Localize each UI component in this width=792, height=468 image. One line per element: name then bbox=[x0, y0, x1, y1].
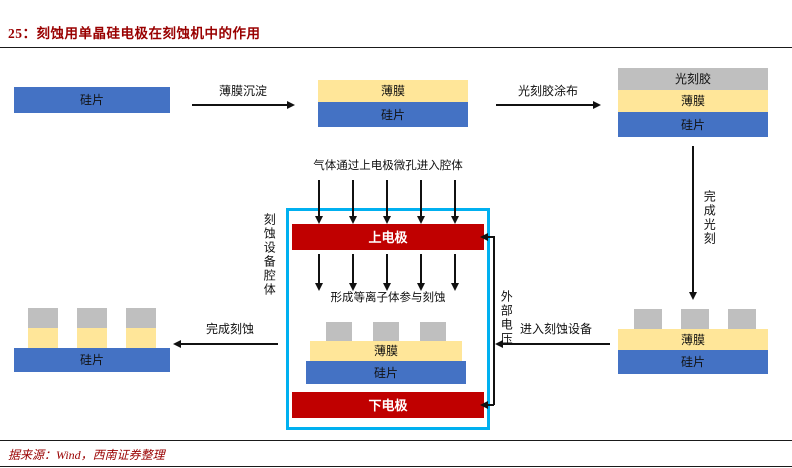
etching-chamber-label: 刻蚀设备腔体 bbox=[262, 213, 277, 297]
etched-film-block bbox=[126, 328, 156, 348]
gas-flow-arrow bbox=[420, 180, 422, 217]
photoresist-pattern-block bbox=[28, 308, 58, 328]
photoresist-pattern-block bbox=[77, 308, 107, 328]
gas-inlet-note: 气体通过上电极微孔进入腔体 bbox=[313, 160, 463, 172]
photoresist-pattern-block bbox=[326, 322, 352, 341]
photoresist-pattern-block bbox=[420, 322, 446, 341]
film-block-coated-stack: 薄膜 bbox=[618, 90, 768, 112]
etched-film-block bbox=[28, 328, 58, 348]
photoresist-pattern-block bbox=[634, 309, 662, 329]
photoresist-coating-arrow bbox=[496, 104, 594, 106]
lithography-done-label: 完成光刻 bbox=[702, 190, 717, 246]
enter-etching-equipment-label: 进入刻蚀设备 bbox=[519, 322, 592, 336]
photoresist-pattern-block bbox=[728, 309, 756, 329]
photoresist-pattern-block bbox=[126, 308, 156, 328]
photoresist-block-coated: 光刻胶 bbox=[618, 68, 768, 90]
plasma-flow-arrow bbox=[386, 254, 388, 284]
etched-film-block bbox=[77, 328, 107, 348]
external-voltage-line bbox=[493, 236, 495, 405]
wafer-block-etched-result: 硅片 bbox=[14, 348, 170, 372]
gas-flow-arrow bbox=[352, 180, 354, 217]
enter-etching-equipment-arrow bbox=[502, 343, 610, 345]
plasma-note: 形成等离子体参与刻蚀 bbox=[330, 292, 446, 304]
film-deposition-label: 薄膜沉淀 bbox=[218, 84, 267, 98]
photoresist-pattern-block bbox=[373, 322, 399, 341]
lithography-done-arrow bbox=[692, 146, 694, 293]
plasma-flow-arrow bbox=[318, 254, 320, 284]
film-deposition-arrow bbox=[192, 104, 288, 106]
film-block-patterned-stack: 薄膜 bbox=[618, 329, 768, 350]
gas-flow-arrow bbox=[454, 180, 456, 217]
external-voltage-arrow-upper bbox=[487, 236, 494, 238]
photoresist-coating-label: 光刻胶涂布 bbox=[517, 84, 578, 98]
gas-flow-arrow bbox=[318, 180, 320, 217]
footer-divider-bottom bbox=[0, 466, 792, 467]
footer-divider-top bbox=[0, 440, 792, 441]
etching-done-label: 完成刻蚀 bbox=[205, 322, 254, 336]
source-note: 据来源：Wind，西南证券整理 bbox=[8, 448, 165, 462]
lower-electrode-block: 下电极 bbox=[292, 392, 484, 418]
wafer-block-after-deposition: 硅片 bbox=[318, 102, 468, 127]
etching-done-arrow bbox=[180, 343, 278, 345]
wafer-block-initial: 硅片 bbox=[14, 87, 170, 113]
wafer-block-in-chamber: 硅片 bbox=[306, 361, 466, 384]
figure-title: 25：刻蚀用单晶硅电极在刻蚀机中的作用 bbox=[8, 26, 261, 41]
etching-chamber-box bbox=[286, 208, 490, 430]
external-voltage-arrow-lower bbox=[487, 404, 494, 406]
plasma-flow-arrow bbox=[352, 254, 354, 284]
plasma-flow-arrow bbox=[420, 254, 422, 284]
external-voltage-label: 外部电压 bbox=[499, 290, 514, 346]
photoresist-pattern-block bbox=[681, 309, 709, 329]
header-divider bbox=[0, 47, 792, 48]
wafer-block-coated-stack: 硅片 bbox=[618, 112, 768, 137]
film-block-deposited: 薄膜 bbox=[318, 80, 468, 102]
gas-flow-arrow bbox=[386, 180, 388, 217]
wafer-block-patterned-stack: 硅片 bbox=[618, 350, 768, 374]
film-block-in-chamber: 薄膜 bbox=[310, 341, 462, 361]
plasma-flow-arrow bbox=[454, 254, 456, 284]
upper-electrode-block: 上电极 bbox=[292, 224, 484, 250]
